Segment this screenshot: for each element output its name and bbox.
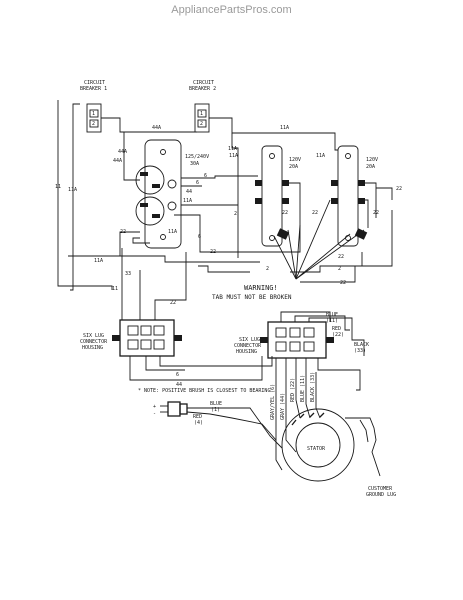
wire-label-22-e: 22 [373,210,379,216]
wire-label-blue11-line1: BLUE [326,312,338,318]
ground-label-line2: GROUND LUG [366,492,396,498]
outlet-120v-b-rating-line1: 120V [366,157,378,163]
outlet-240v-rating-line1: 125/240V [185,154,209,160]
outlet-240v: 125/240V 30A [135,139,209,249]
wire-label-red22v: RED (22) [290,378,296,402]
wire-label-8: 6 [204,173,207,179]
wire-label-2-c: 2 [338,266,341,272]
warning-title: WARNING! [244,284,278,292]
wire-label-11a-left: 11A [68,187,77,193]
outlet-120v-b: 120V 20A [331,145,378,247]
wire-label-red4-line1: RED [193,414,202,420]
wire-label-red22-line1: RED [332,326,341,332]
wire-label-gray44: GRAY (44) [280,393,286,420]
wire-label-red22-line2: (22) [332,332,344,338]
outlet-120v-a: 120V 20A [255,145,301,247]
six-lug-connector-right: SIX LUG CONNECTOR HOUSING [234,321,334,359]
ground-lead: CUSTOMER GROUND LUG [345,417,396,498]
wire-label-6-b: 6 [198,234,201,240]
svg-text:1: 1 [92,111,95,117]
lug-left-label-line2: CONNECTOR [80,339,108,345]
wire-label-11a-outlet240: 11A [168,229,177,235]
wire-label-blue1-line1: BLUE [210,401,222,407]
wire-label-11a-top: 11A [280,125,289,131]
wire-label-11a-outlet: 11A [316,153,325,159]
wiring-middle: 6 44 [129,356,273,388]
wire-label-22-f: 22 [396,186,402,192]
svg-text:2: 2 [92,121,95,127]
wire-label-44-low: 44 [176,382,182,388]
wire-label-black33-line1: BLACK [354,342,369,348]
outlet-120v-a-rating-line2: 20A [289,164,298,170]
wire-label-22-lug: 22 [170,300,176,306]
wire-label-44-mid: 44 [186,189,192,195]
svg-text:2: 2 [200,121,203,127]
wire-label-2-a: 2 [234,211,237,217]
stator-label: STATOR [307,446,326,452]
wire-label-6-a: 6 [196,180,199,186]
stator-leads: GRAY/YEL (6) GRAY (44) RED (22) BLUE (11… [270,358,321,471]
lug-right-label-line2: CONNECTOR [234,343,262,349]
wire-label-44a-top: 44A [152,125,161,131]
wire-label-blue11-line2: (11) [326,318,338,324]
wire-label-2-b: 2 [266,266,269,272]
wire-label-22-a: 22 [120,229,126,235]
wire-label-blue1-line2: (1) [211,407,220,413]
circuit-breaker-2: CIRCUIT BREAKER 2 1 2 [189,80,216,133]
stator: STATOR [281,408,355,482]
wire-label-red4-line2: (4) [194,420,203,426]
wire-label-22-b: 22 [210,249,216,255]
wire-label-22-d: 22 [312,210,318,216]
lug-right-label-line1: SIX LUG [239,337,260,343]
ground-label-line1: CUSTOMER [368,486,393,492]
wire-label-11-bottom: 11 [112,286,118,292]
circuit-breaker-1: CIRCUIT BREAKER 1 1 2 [80,80,107,133]
wire-label-44a-left2: 44A [113,158,122,164]
svg-text:-: - [153,411,156,417]
watermark: AppliancePartsPros.com [171,4,292,16]
wire-label-black33v: BLACK (33) [310,372,316,402]
outlet-120v-a-rating-line1: 120V [289,157,301,163]
wire-label-grayyel: GRAY/YEL (6) [270,384,276,420]
wire-labels-top: 44A 44A 44A 11A 11A 11A 11A 11 11A 11A 1… [55,125,402,306]
wire-label-33: 33 [125,271,131,277]
breaker-1-label-line2: BREAKER 1 [80,86,107,92]
wire-label-11a-right2: 11A [229,153,238,159]
wiring-top [57,100,393,320]
breaker-2-label-line2: BREAKER 2 [189,86,216,92]
wire-label-22-g: 22 [338,254,344,260]
note-text: * NOTE: POSITIVE BRUSH IS CLOSEST TO BEA… [138,388,270,394]
wire-label-11a-right: 11A [228,146,237,152]
wire-label-11a-mid: 11A [183,198,192,204]
six-lug-connector-left: SIX LUG CONNECTOR HOUSING [80,319,182,357]
wire-label-11a-bottom: 11A [94,258,103,264]
svg-text:1: 1 [200,111,203,117]
wire-label-22-h: 22 [340,280,346,286]
outlet-120v-b-rating-line2: 20A [366,164,375,170]
wiring-right-lug: BLUE (11) RED (22) BLACK (33) [280,311,369,391]
brush-assembly: + - BLUE (1) RED (4) [153,401,283,449]
wire-label-blue11v: BLUE (11) [300,375,306,402]
outlet-240v-rating-line2: 30A [190,161,199,167]
breaker-2-label-line1: CIRCUIT [193,80,214,86]
wire-label-44a-left: 44A [118,149,127,155]
lug-right-label-line3: HOUSING [236,349,257,355]
warning-label: WARNING! TAB MUST NOT BE BROKEN [212,284,292,301]
breaker-1-label-line1: CIRCUIT [84,80,105,86]
wire-label-22-c: 22 [282,210,288,216]
lug-left-label-line3: HOUSING [82,345,103,351]
wire-label-11-left: 11 [55,184,61,190]
warning-text: TAB MUST NOT BE BROKEN [212,294,292,301]
lug-left-label-line1: SIX LUG [83,333,104,339]
svg-text:+: + [153,404,156,410]
wire-label-black33-line2: (33) [354,348,366,354]
wire-label-6-mid: 6 [176,372,179,378]
